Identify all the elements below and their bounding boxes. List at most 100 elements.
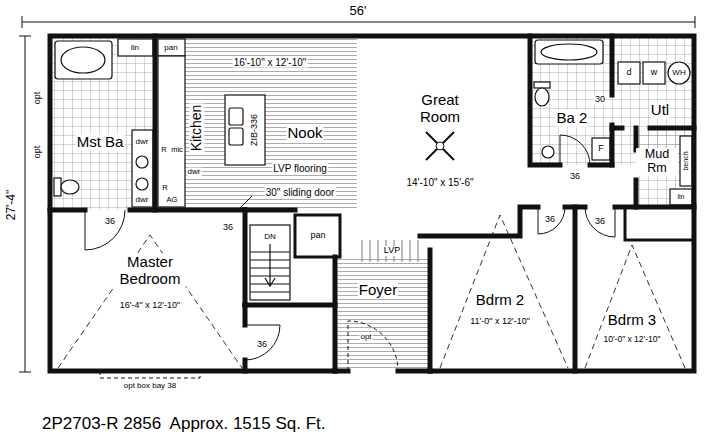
wall	[243, 210, 248, 305]
fixture	[54, 178, 61, 196]
fixture	[158, 56, 185, 207]
plan-label: opt	[33, 145, 43, 160]
wall	[245, 303, 335, 308]
room-area: Foyer	[338, 262, 428, 317]
fixture	[534, 82, 550, 88]
plan-label: pan	[309, 231, 326, 241]
door-swing	[585, 207, 615, 237]
vaulted-ceiling-line	[58, 235, 242, 368]
room-name: Nook	[286, 125, 323, 142]
fixture	[229, 128, 243, 145]
fixture	[618, 62, 640, 84]
room-area: Kitchen	[188, 58, 212, 198]
wall	[428, 250, 433, 371]
fixture	[132, 130, 153, 207]
room-area: Master Bedroom 16'-4" x 12'-10"	[52, 214, 242, 368]
step-line	[362, 240, 418, 262]
plan-label: d	[625, 68, 632, 78]
room-name: Utl	[650, 102, 670, 119]
wall	[243, 305, 248, 371]
wall	[50, 36, 694, 371]
room-name: Master Bedroom	[109, 254, 191, 287]
leader-line	[240, 196, 252, 208]
plan-label: R	[161, 184, 168, 192]
plan-label: DN	[263, 233, 277, 242]
room-name: Bdrm 2	[475, 292, 525, 309]
plan-caption: 2P2703-R 2856 Approx. 1515 Sq. Ft.	[42, 414, 326, 434]
wall	[530, 36, 612, 165]
door-width: 36	[104, 217, 116, 227]
room-name: Kitchen	[189, 104, 204, 153]
room-dimension: 10'-0" x 12'-10"	[602, 335, 661, 344]
floor-finish	[50, 36, 694, 371]
plan-label: 16'-10" x 12'-10"	[233, 57, 308, 68]
floor-finish	[335, 257, 430, 371]
door-swing	[245, 325, 280, 360]
room-area: Mud Rm	[638, 132, 678, 204]
floor-finish	[636, 128, 694, 207]
fixture	[250, 225, 290, 300]
plan-label: ZIB-336	[250, 113, 260, 147]
plan-label: opt box bay 38	[123, 382, 177, 391]
door-width: 36	[544, 215, 556, 225]
plan-label: mic	[170, 146, 184, 154]
partition	[295, 215, 340, 257]
vaulted-ceiling-line	[58, 215, 685, 368]
fixture	[55, 41, 112, 79]
room-name: Mst Ba	[76, 134, 125, 151]
plan-label: lin	[676, 193, 685, 201]
plan-label: WH	[671, 69, 686, 78]
dimension-line	[19, 16, 695, 372]
door-swing	[560, 135, 590, 165]
plan-label: R	[160, 146, 167, 154]
wall	[610, 36, 615, 165]
fixture	[535, 40, 603, 64]
plan-label: w	[650, 68, 659, 78]
door-width: 36	[222, 223, 234, 233]
door-swing	[538, 207, 565, 234]
door-swing	[348, 321, 398, 371]
box-bay	[100, 371, 200, 378]
door-width: 36	[594, 217, 606, 227]
door-width: 36	[256, 340, 268, 350]
partition	[625, 207, 694, 240]
room-area: Ba 2	[532, 100, 610, 135]
fixture	[229, 108, 243, 125]
door-width: 30	[594, 95, 606, 105]
plan-label: dwr	[187, 168, 202, 177]
step-line	[362, 240, 418, 262]
door-width: 36	[569, 172, 581, 182]
fixture	[265, 244, 275, 286]
wall	[50, 36, 694, 371]
room-dimension: 16'-4" x 12'-10"	[119, 301, 181, 311]
room-name: Mud Rm	[636, 148, 678, 176]
fixture	[542, 146, 554, 158]
plan-label: lin	[130, 44, 140, 53]
fixture	[136, 156, 148, 168]
door-swing	[85, 210, 125, 250]
fixture	[225, 95, 265, 165]
wall	[245, 208, 295, 213]
wall	[50, 208, 245, 213]
ceiling-fan	[426, 132, 454, 160]
vaulted-ceiling-line	[585, 245, 685, 368]
fixture	[158, 39, 185, 56]
plan-label: LVP flooring	[272, 163, 328, 174]
fixture	[118, 39, 153, 56]
fixture	[136, 178, 148, 190]
plan-label: opt	[359, 333, 372, 342]
fixture	[680, 136, 692, 186]
floor-finish	[50, 36, 155, 210]
plan-label: dwr	[135, 138, 150, 147]
room-area: Bdrm 3 10'-0" x 12'-10"	[578, 245, 692, 367]
room-dimension: 14'-10" x 15'-6"	[405, 177, 474, 188]
partition	[295, 207, 694, 257]
fixture	[535, 88, 549, 106]
plan-label: 30" sliding door	[265, 187, 336, 198]
fixture	[668, 62, 690, 84]
room-name: Bdrm 3	[607, 312, 657, 329]
fixture	[592, 138, 610, 160]
room-area: Great Room14'-10" x 15'-6"	[360, 40, 528, 232]
wall	[333, 257, 338, 371]
